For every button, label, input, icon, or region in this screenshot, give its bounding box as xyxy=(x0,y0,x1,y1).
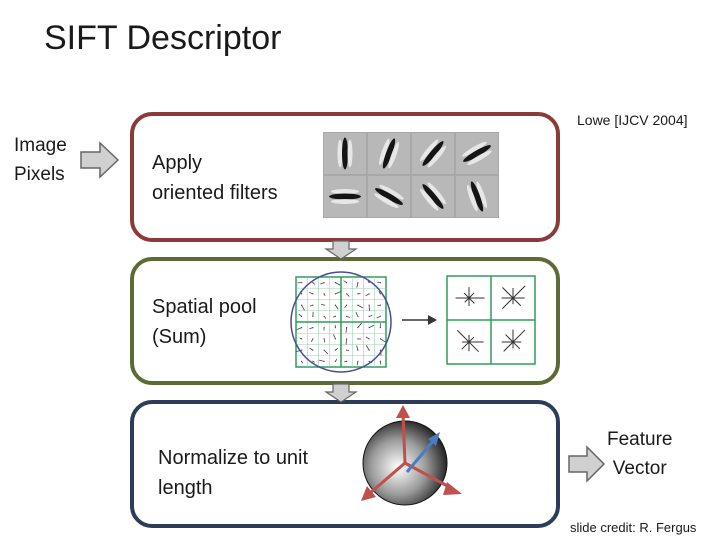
orientation-histograms-image xyxy=(446,275,536,365)
spatial-pool-grid-image xyxy=(290,271,392,373)
credit-text: slide credit: R. Fergus xyxy=(570,520,697,535)
stage-filter-text: Apply oriented filters xyxy=(152,148,278,208)
stage-text-line: Normalize to unit xyxy=(158,447,309,469)
input-label-line: Image xyxy=(14,135,67,156)
stage-pool-box xyxy=(130,257,560,385)
output-arrow-icon xyxy=(568,445,606,483)
down-arrow-icon xyxy=(324,383,358,403)
pool-arrowhead-icon xyxy=(428,315,437,325)
oriented-filters-image xyxy=(323,132,499,218)
output-label-line: Vector xyxy=(612,458,667,479)
stage-text-line: oriented filters xyxy=(152,182,278,204)
output-label-line: Feature xyxy=(607,429,673,450)
unit-sphere-image xyxy=(361,405,462,506)
input-arrow-icon xyxy=(80,141,120,179)
stage-text-line: Apply xyxy=(152,152,203,174)
slide-title: SIFT Descriptor xyxy=(44,19,282,57)
output-label: Feature Vector xyxy=(607,425,672,483)
input-label-line: Pixels xyxy=(14,164,65,185)
down-arrow-icon xyxy=(324,240,358,260)
input-label: Image Pixels xyxy=(14,131,67,189)
stage-filter-box xyxy=(130,112,560,242)
stage-normalize-box xyxy=(130,400,560,528)
stage-text-line: (Sum) xyxy=(152,326,207,348)
stage-text-line: Spatial pool xyxy=(152,296,257,318)
stage-pool-text: Spatial pool (Sum) xyxy=(152,292,257,352)
stage-text-line: length xyxy=(158,477,213,499)
stage-normalize-text: Normalize to unit length xyxy=(158,443,308,503)
citation: Lowe [IJCV 2004] xyxy=(577,112,688,128)
